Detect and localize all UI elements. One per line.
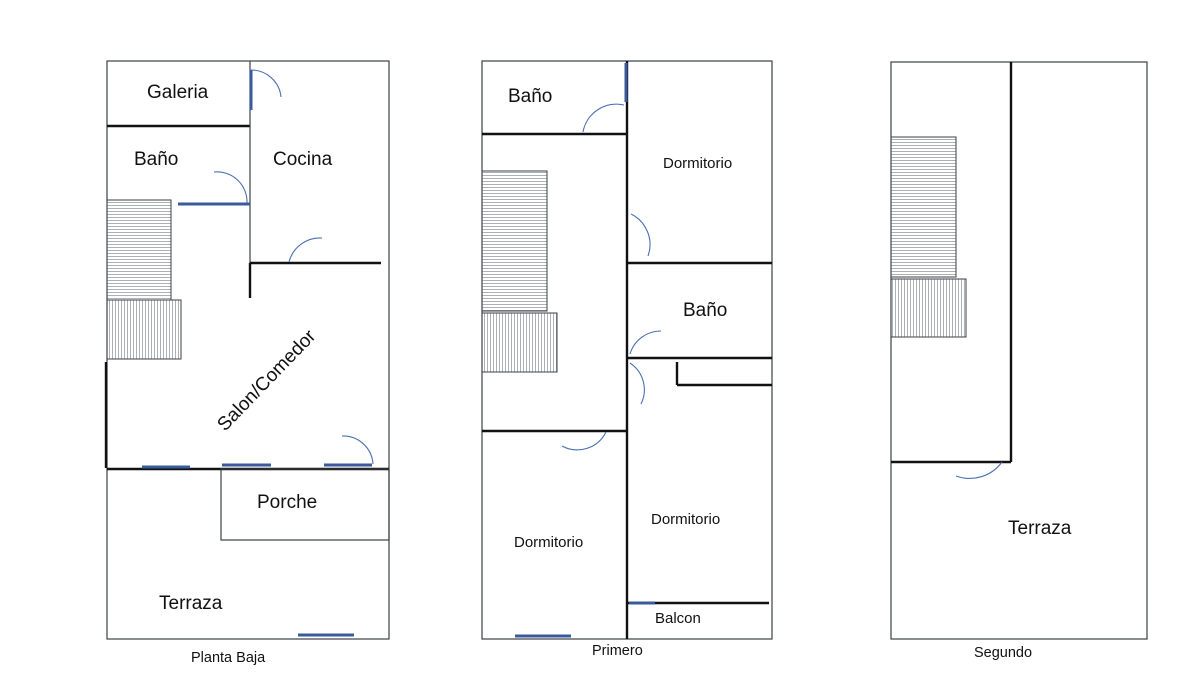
staircase [481,170,548,312]
door-swing [250,69,282,98]
door-swing [955,461,1003,479]
room-label-dormitorio: Dormitorio [514,534,583,551]
floor-segundo: Terraza Segundo [890,61,1148,661]
staircase [106,299,182,360]
door-swing [341,435,374,465]
room-label-bano: Baño [683,300,727,321]
floor-caption: Segundo [974,645,1032,661]
room-label-terraza: Terraza [1008,518,1072,539]
room-label-cocina: Cocina [273,149,333,170]
floor-caption: Primero [592,643,643,659]
door-swing [629,362,645,405]
room-label-balcon: Balcon [655,610,701,627]
door-swing [288,237,323,263]
door-swing [629,330,662,355]
staircase [481,312,558,373]
room-label-terraza: Terraza [159,593,223,614]
floor-planta-baja: Galeria Baño Cocina Salon/Comedor Porche… [104,60,390,666]
door-swing [630,213,651,257]
floor-caption: Planta Baja [191,650,266,666]
staircase [106,199,172,301]
door-swing [561,431,607,451]
porche-area [220,468,390,541]
room-label-porche: Porche [257,492,317,513]
staircase [890,278,967,338]
floor-primero: Baño Dormitorio Baño Dormitorio Dormitor… [481,60,773,659]
door-swing [213,171,248,204]
staircase [890,136,957,278]
room-label-bano: Baño [134,149,178,170]
room-label-salon-comedor: Salon/Comedor [213,325,320,435]
floor-outline [890,61,1148,640]
room-label-galeria: Galeria [147,82,209,103]
room-label-dormitorio: Dormitorio [651,511,720,528]
door-swing [582,103,625,133]
room-label-dormitorio: Dormitorio [663,155,732,172]
room-label-bano: Baño [508,86,552,107]
